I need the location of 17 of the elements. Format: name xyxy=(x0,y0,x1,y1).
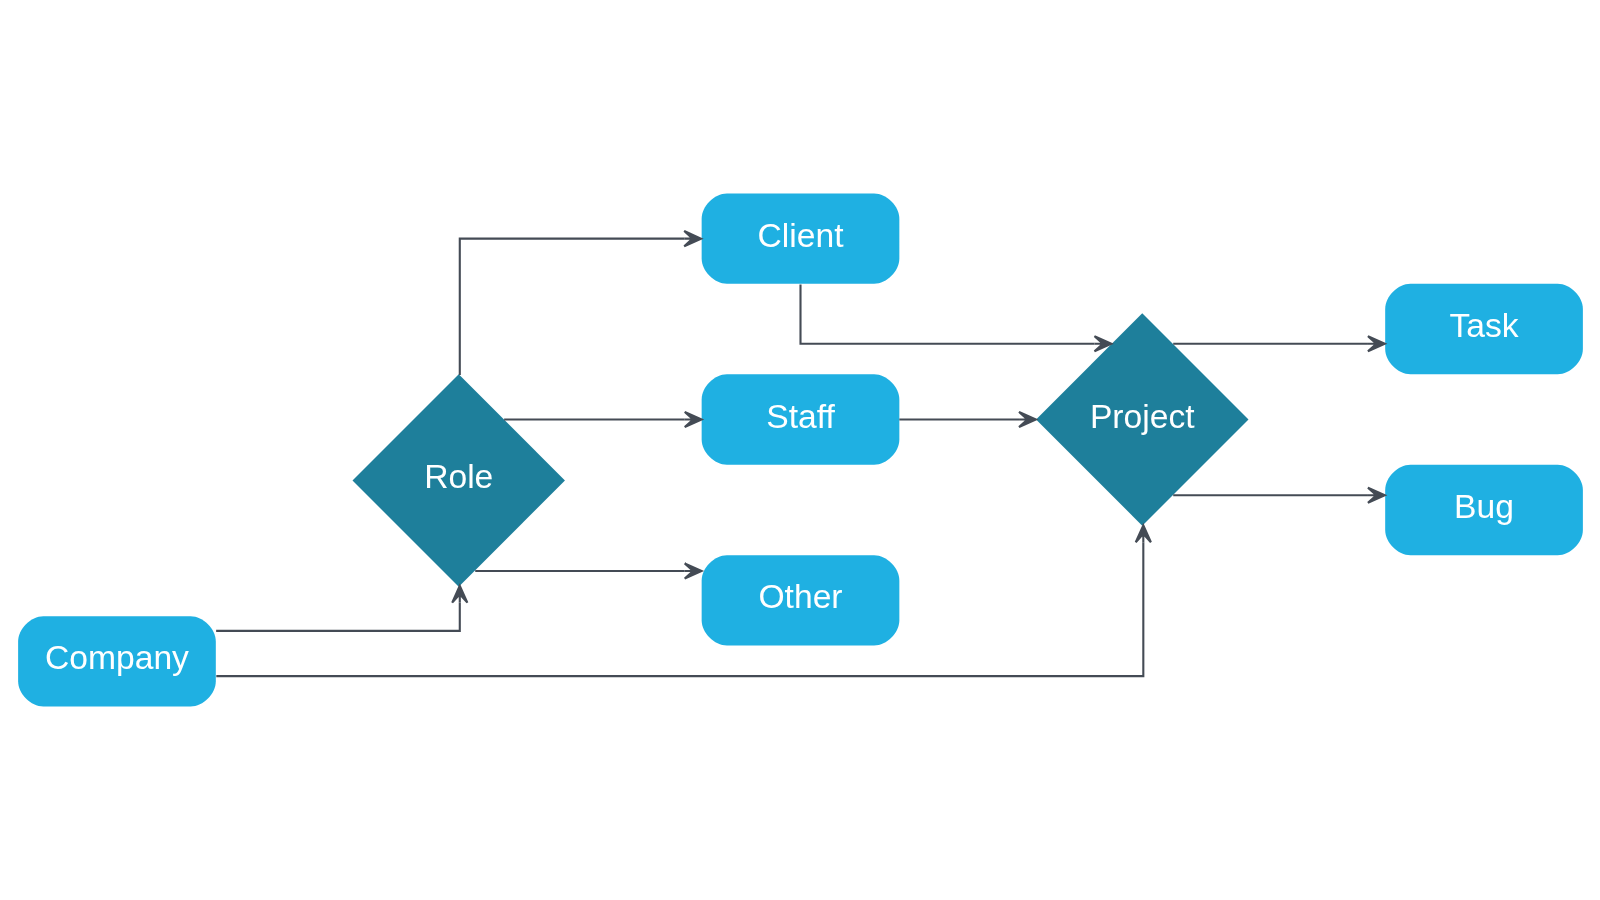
node-box: Bug xyxy=(1384,464,1583,556)
node-box: Staff xyxy=(701,374,899,465)
node-box: Company xyxy=(17,616,216,707)
arrow xyxy=(1172,486,1386,504)
node-box: Task xyxy=(1384,283,1583,375)
arrow xyxy=(215,524,1152,678)
node-box: Client xyxy=(701,193,899,284)
arrow xyxy=(898,410,1037,429)
node-diamond: Role xyxy=(352,374,565,587)
arrow xyxy=(503,410,703,429)
arrow xyxy=(1172,335,1386,353)
node-box: Other xyxy=(701,555,899,646)
node-diamond: Project xyxy=(1035,313,1248,526)
arrow xyxy=(458,230,702,376)
arrow xyxy=(798,284,1112,353)
arrow xyxy=(215,584,468,632)
arrow xyxy=(474,562,703,580)
